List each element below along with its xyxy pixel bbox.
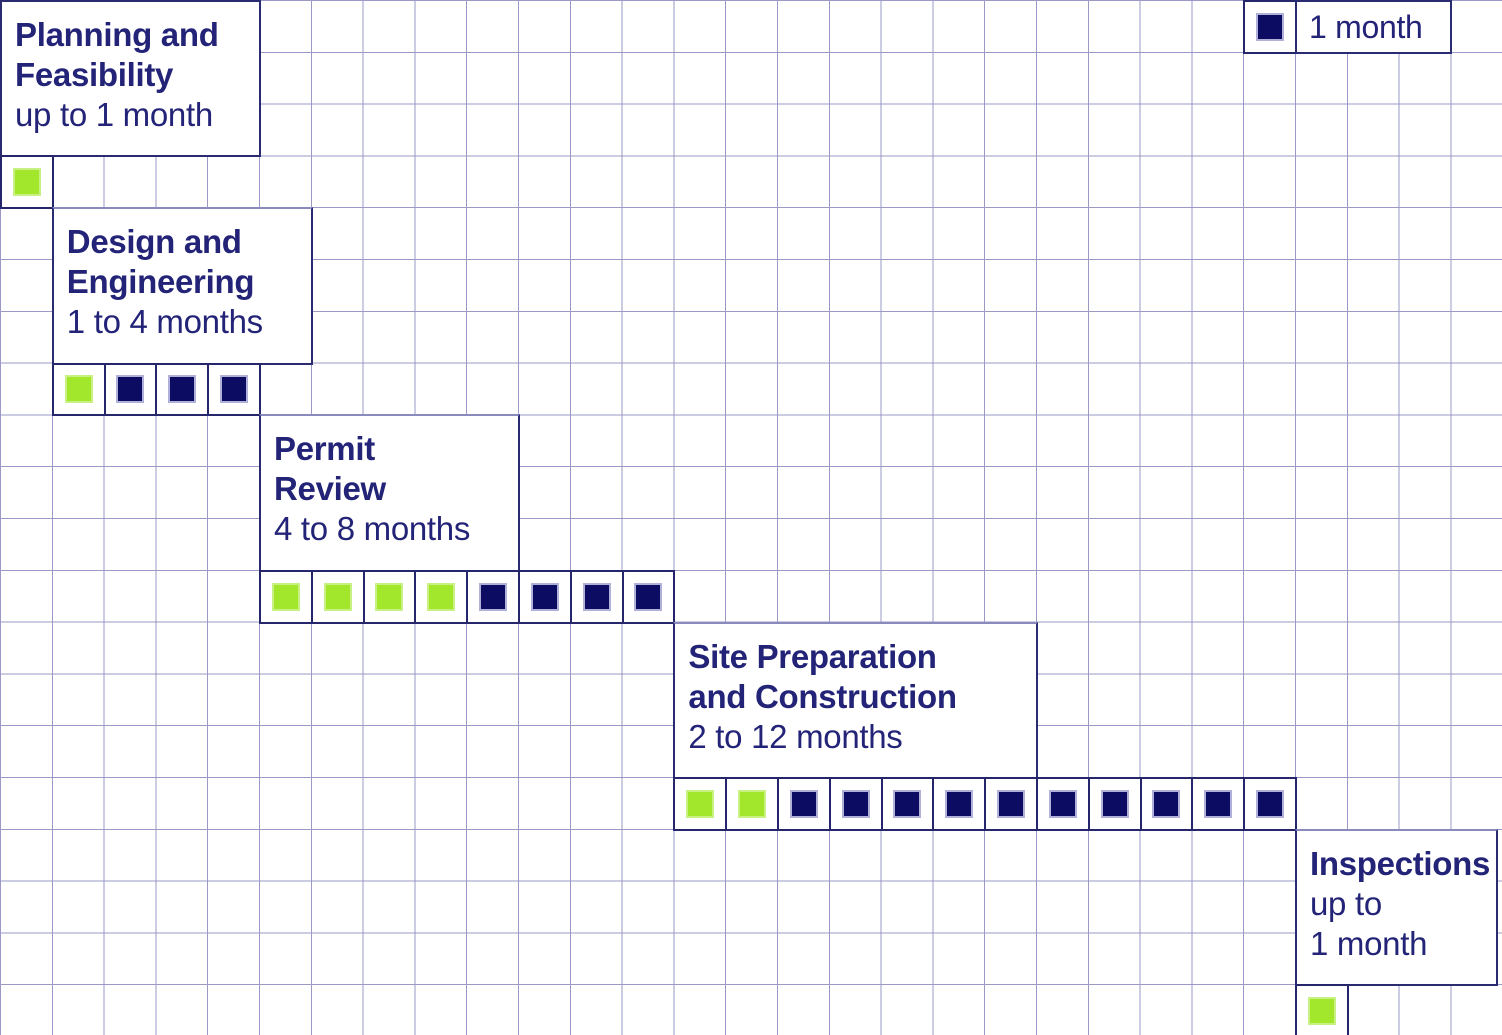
month-square-navy [1152,789,1181,818]
month-square-navy [530,582,559,611]
month-square-cell [1243,777,1297,831]
month-square-cell [1036,777,1090,831]
month-square-cell [466,569,520,624]
month-square-cell [1191,777,1246,831]
phase-duration-line: 4 to 8 months [274,510,471,548]
month-square-cell [1295,984,1349,1035]
month-square-green [686,789,715,818]
month-square-navy [1204,789,1233,818]
legend-label-box: 1 month [1295,0,1453,54]
month-square-navy [893,789,922,818]
month-square-cell [259,569,313,624]
month-square-navy [1256,789,1285,818]
month-square-green [738,789,767,818]
month-square-cell [414,569,469,624]
legend-label: 1 month [1309,8,1423,45]
phase-title-line: Inspections [1310,844,1491,882]
month-square-cell [0,155,54,210]
month-square-green [1307,997,1336,1026]
phase-title-line: Engineering [66,263,255,301]
phase-duration-line: 1 month [1310,924,1428,962]
month-square-cell [103,362,158,417]
month-square-cell [207,362,261,417]
month-square-green [375,582,404,611]
month-square-green [271,582,300,611]
month-square-navy [479,582,508,611]
legend-swatch-cell [1243,0,1297,54]
month-square-cell [51,362,106,417]
month-square-green [12,168,41,197]
month-square-cell [673,777,728,831]
month-square-green [323,582,352,611]
month-square-cell [569,569,624,624]
month-square-cell [362,569,417,624]
month-square-cell [984,777,1038,831]
month-square-navy [997,789,1026,818]
legend-month-square-icon [1256,12,1285,41]
phase-title-line: and Construction [688,677,957,715]
month-square-navy [789,789,818,818]
month-square-navy [1048,789,1077,818]
month-square-green [427,582,456,611]
phase-title-line: Site Preparation [688,637,937,675]
month-square-cell [880,777,935,831]
phase-title-line: Review [274,470,386,508]
phase-title-line: Feasibility [15,56,174,93]
month-square-navy [220,375,249,404]
month-square-cell [1139,777,1194,831]
month-square-cell [1087,777,1142,831]
month-square-cell [725,777,779,831]
month-square-navy [116,375,145,404]
phase-title-line: Planning and [15,16,219,53]
month-square-cell [777,777,831,831]
month-square-navy [582,582,611,611]
phase-duration-line: up to [1310,884,1382,922]
phase-title-line: Permit [274,430,375,468]
month-square-navy [945,789,974,818]
month-square-cell [155,362,210,417]
phase-duration-line: 1 to 4 months [66,303,263,341]
month-square-navy [841,789,870,818]
month-square-navy [1100,789,1129,818]
month-square-cell [621,569,676,624]
month-square-cell [828,777,883,831]
month-square-cell [932,777,987,831]
month-square-green [64,375,93,404]
month-square-cell [310,569,365,624]
phase-duration-line: 2 to 12 months [688,717,903,755]
phase-title-line: Design and [66,223,242,261]
month-square-navy [634,582,663,611]
phase-duration-line: up to 1 month [15,96,213,133]
month-square-cell [518,569,572,624]
month-square-navy [168,375,197,404]
